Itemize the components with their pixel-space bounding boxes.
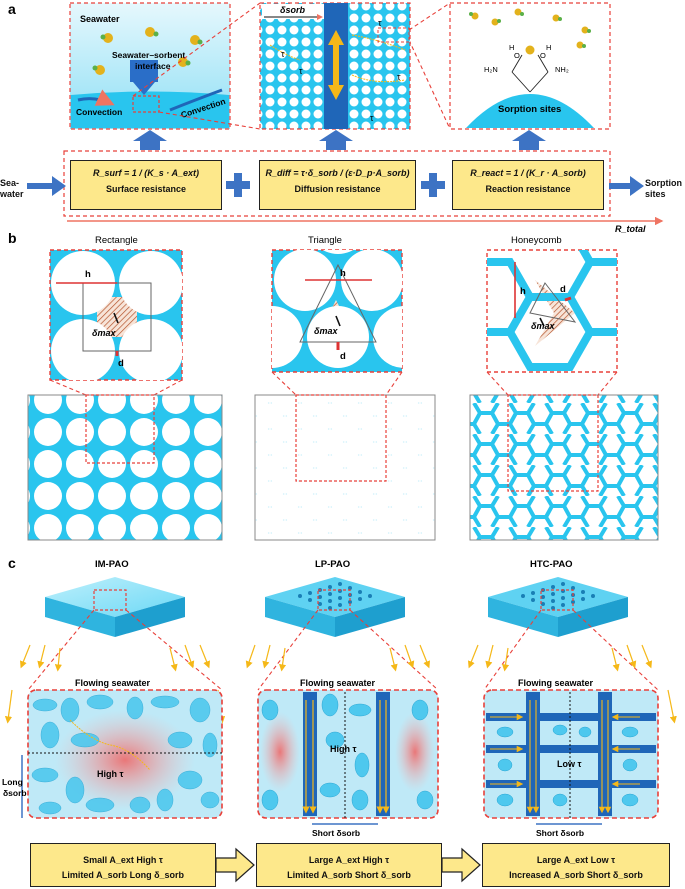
honeycomb-pattern-large (469, 394, 659, 541)
sorption-site-zoom (449, 2, 611, 130)
tri-h-label: h (340, 268, 346, 279)
lp-pao-summary-box: Large A_ext High τ Limited A_sorb Short … (256, 843, 442, 887)
surface-formula: R_surf = 1 / (K_s · A_ext) (93, 168, 199, 178)
htc-summary-line2: Increased A_sorb Short δ_sorb (509, 870, 643, 880)
im-pao-summary-box: Small A_ext High τ Limited A_sorb Long δ… (30, 843, 216, 887)
r-total-label: R_total (615, 224, 646, 234)
panel-b-letter: b (8, 230, 17, 246)
flow-label-htc: Flowing seawater (518, 678, 594, 688)
rectangle-pattern-large (27, 394, 223, 541)
htc-pao-slab (488, 577, 628, 637)
surface-resistance-label: Surface resistance (105, 184, 187, 194)
flow-label-im: Flowing seawater (75, 678, 151, 688)
honeycomb-zoom (486, 249, 618, 373)
o-label-left: O (514, 51, 520, 60)
im-summary-line2: Limited A_sorb Long δ_sorb (61, 870, 185, 880)
im-pao-zoom (21, 689, 223, 819)
rect-delta-label: δmax (92, 328, 117, 338)
panel-c-connectors (27, 609, 659, 691)
tau-htc: Low τ (557, 759, 582, 769)
zoom-connectors (132, 2, 451, 130)
sorption-sites-zoom-label: Sorption sites (498, 104, 561, 115)
h-label-right: H (546, 43, 551, 52)
pattern-title-rectangle: Rectangle (95, 235, 138, 246)
tau-label-1: τ (281, 49, 285, 59)
tau-im: High τ (97, 769, 124, 779)
diffusion-resistance-box: R_diff = τ·δ_sorb / (ε·D_p·A_sorb) Diffu… (259, 160, 416, 210)
nh2-right-label: NH₂ (555, 65, 569, 74)
tau-label-3: τ (378, 18, 382, 28)
reaction-resistance-box: R_react = 1 / (K_r · A_sorb) Reaction re… (452, 160, 604, 210)
tau-label-4: τ (397, 72, 401, 82)
pore-diffusion-zoom (259, 2, 411, 130)
material-title-lp: LP-PAO (315, 559, 350, 570)
pattern-title-triangle: Triangle (308, 235, 342, 246)
flow-label-lp: Flowing seawater (300, 678, 376, 688)
seawater-label: Seawater (80, 14, 120, 24)
rect-d-label: d (118, 358, 124, 369)
seawater-interface-zoom (69, 2, 231, 130)
delta-sorb-label: δsorb (280, 5, 305, 15)
im-pao-slab (45, 577, 185, 637)
panel-a-letter: a (8, 1, 16, 17)
rectangle-zoom (49, 249, 183, 381)
tau-lp: High τ (330, 744, 357, 754)
lp-summary-line1: Large A_ext High τ (308, 855, 390, 865)
htc-pao-summary-box: Large A_ext Low τ Increased A_sorb Short… (482, 843, 670, 887)
tau-label-5: τ (370, 113, 374, 123)
convection-left-label: Convection (76, 107, 122, 117)
delta-lp: Short δsorb (312, 828, 360, 838)
im-summary-line1: Small A_ext High τ (83, 855, 163, 865)
htc-pao-zoom (483, 689, 659, 825)
delta-htc: Short δsorb (536, 828, 584, 838)
flow-arrows-gold (4, 644, 677, 724)
diffusion-resistance-label: Diffusion resistance (294, 184, 381, 194)
progression-arrows (215, 847, 481, 883)
tri-d-label: d (340, 351, 346, 362)
surface-resistance-box: R_surf = 1 / (K_s · A_ext) Surface resis… (70, 160, 222, 210)
rect-h-label: h (85, 269, 91, 280)
tau-label-2: τ (299, 66, 303, 76)
o-label-right: O (540, 51, 546, 60)
lp-summary-line2: Limited A_sorb Short δ_sorb (287, 870, 411, 880)
pattern-title-honeycomb: Honeycomb (511, 235, 562, 246)
flow-arrows (27, 176, 644, 196)
h2n-left-label: H₂N (484, 65, 498, 74)
h-label-left: H (509, 43, 514, 52)
reaction-formula: R_react = 1 / (K_r · A_sorb) (470, 168, 586, 178)
up-arrows (133, 130, 546, 150)
htc-summary-line1: Large A_ext Low τ (536, 855, 616, 865)
lp-pao-zoom (257, 689, 439, 825)
hex-d-label: d (560, 284, 566, 295)
diffusion-formula: R_diff = τ·δ_sorb / (ε·D_p·A_sorb) (265, 168, 410, 178)
lp-pao-slab (265, 577, 405, 637)
seawater-input-label: Sea- water (0, 178, 24, 199)
plus-signs (226, 173, 445, 197)
reaction-resistance-label: Reaction resistance (485, 184, 571, 194)
panel-c-letter: c (8, 555, 16, 571)
hex-h-label: h (520, 286, 526, 297)
material-title-im: IM-PAO (95, 559, 129, 570)
panel-b-connectors (49, 371, 618, 396)
material-title-htc: HTC-PAO (530, 559, 573, 570)
triangle-zoom (271, 249, 403, 373)
triangle-pattern-large (254, 394, 436, 541)
tri-delta-label: δmax (314, 326, 339, 336)
hex-delta-label: δmax (531, 321, 556, 331)
sorption-sites-output-label: Sorption sites (645, 178, 682, 199)
resistance-container (63, 150, 611, 217)
